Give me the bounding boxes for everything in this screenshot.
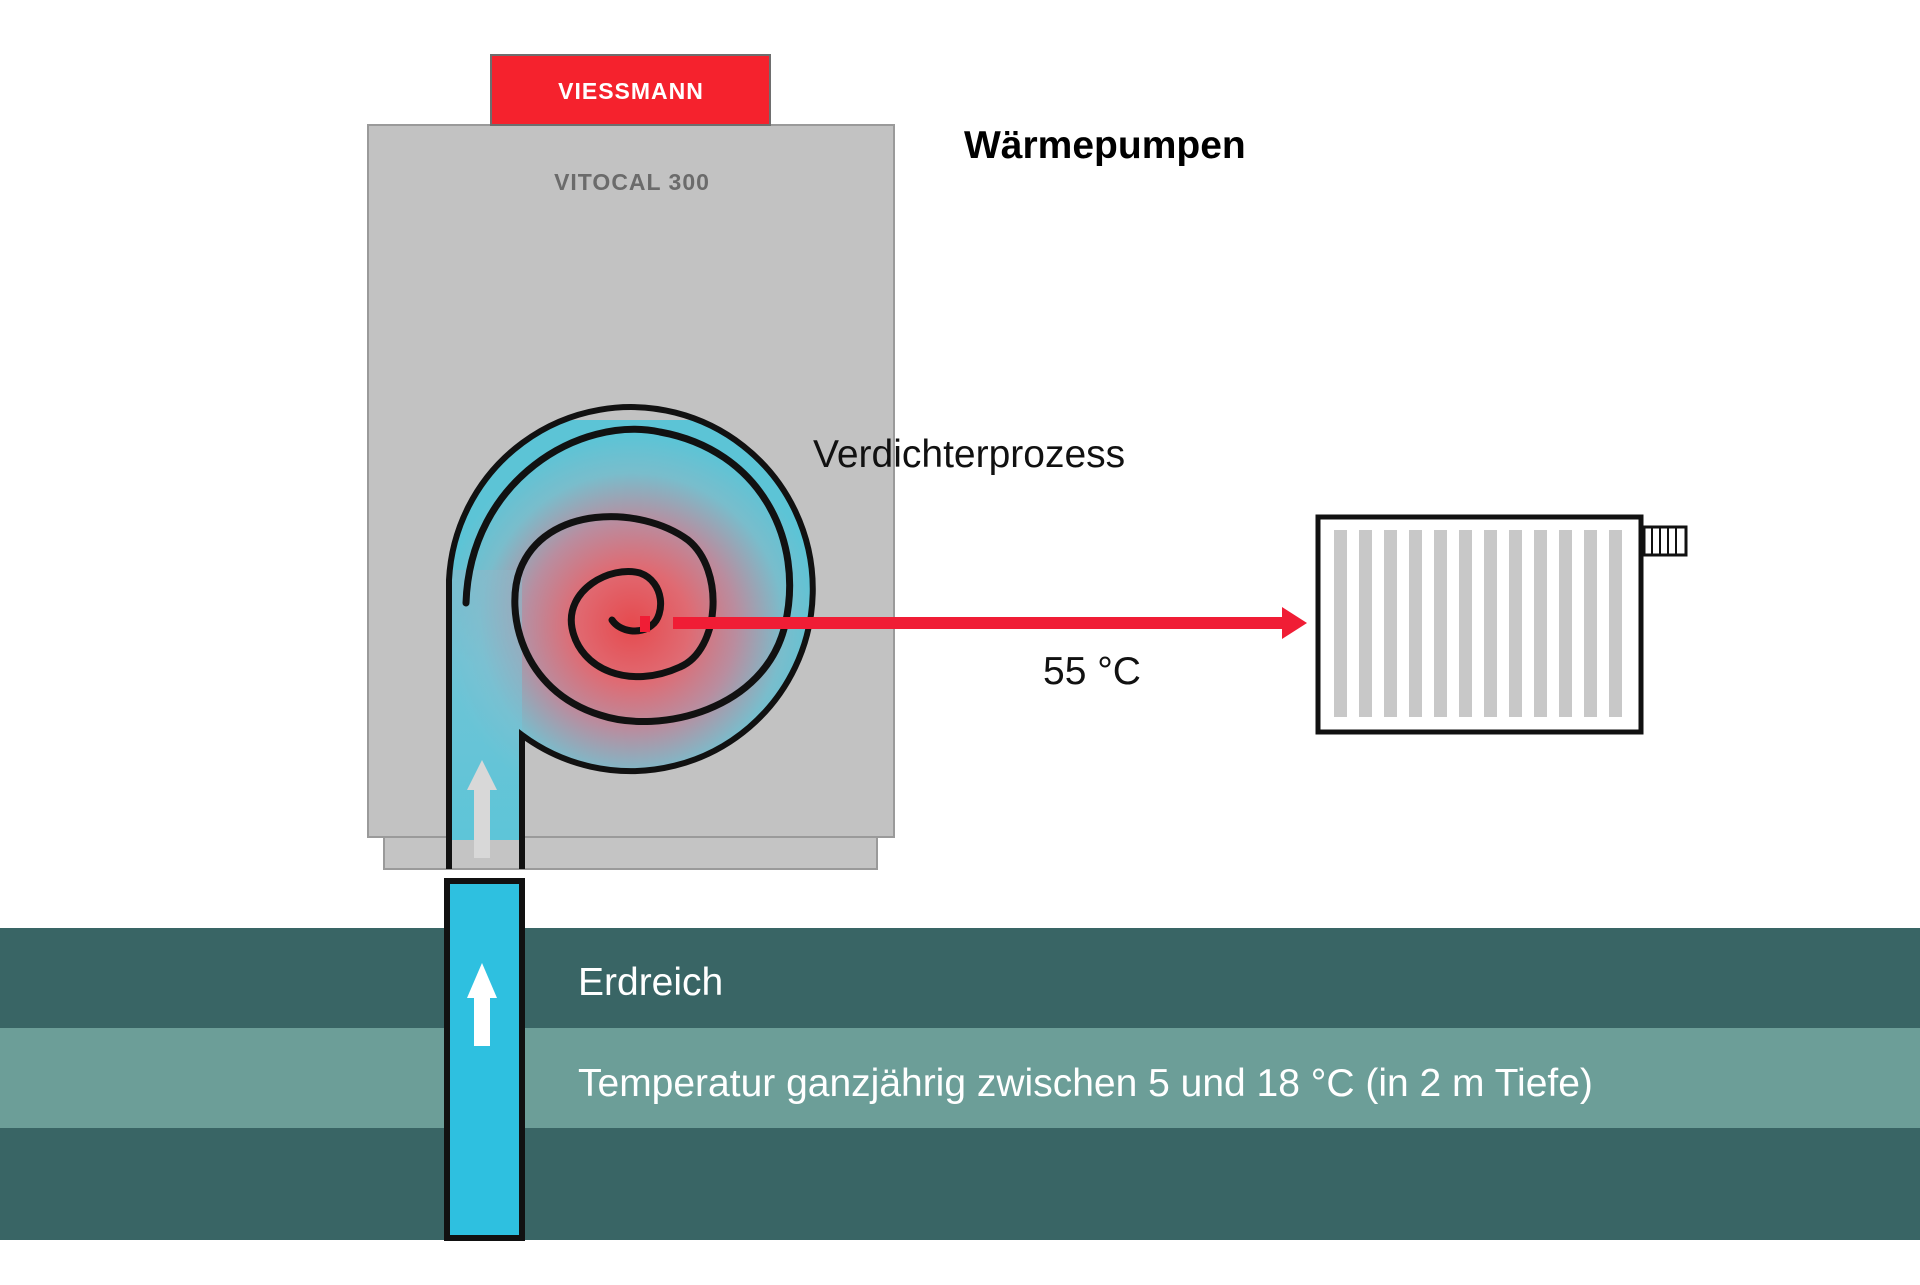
process-label: Verdichterprozess <box>813 433 1125 476</box>
spiral-core <box>640 616 650 632</box>
temperature-label: 55 °C <box>1043 650 1141 693</box>
arrow-up-icon <box>467 760 497 858</box>
radiator-valve <box>1642 525 1688 557</box>
model-label: VITOCAL 300 <box>554 169 710 195</box>
ground-top-layer <box>0 928 1920 1028</box>
arrow-right-icon <box>673 607 1307 639</box>
ground-pipe <box>444 878 525 1241</box>
ground <box>0 928 1920 1240</box>
ground-middle-layer <box>0 1028 1920 1128</box>
page-title: Wärmepumpen <box>964 124 1246 167</box>
ground-temperature-text: Temperatur ganzjährig zwischen 5 und 18 … <box>578 1062 1593 1105</box>
ground-bottom-layer <box>0 1128 1920 1240</box>
ground-title: Erdreich <box>578 961 723 1004</box>
radiator-fins <box>1334 530 1622 717</box>
arrow-up-icon <box>467 963 497 1046</box>
radiator-icon <box>1315 514 1688 735</box>
brand-plate <box>490 54 771 126</box>
unit-base <box>383 834 878 870</box>
brand-logo: VIESSMANN <box>558 78 704 104</box>
spiral-coil <box>462 425 794 725</box>
spiral-outline <box>446 404 816 869</box>
